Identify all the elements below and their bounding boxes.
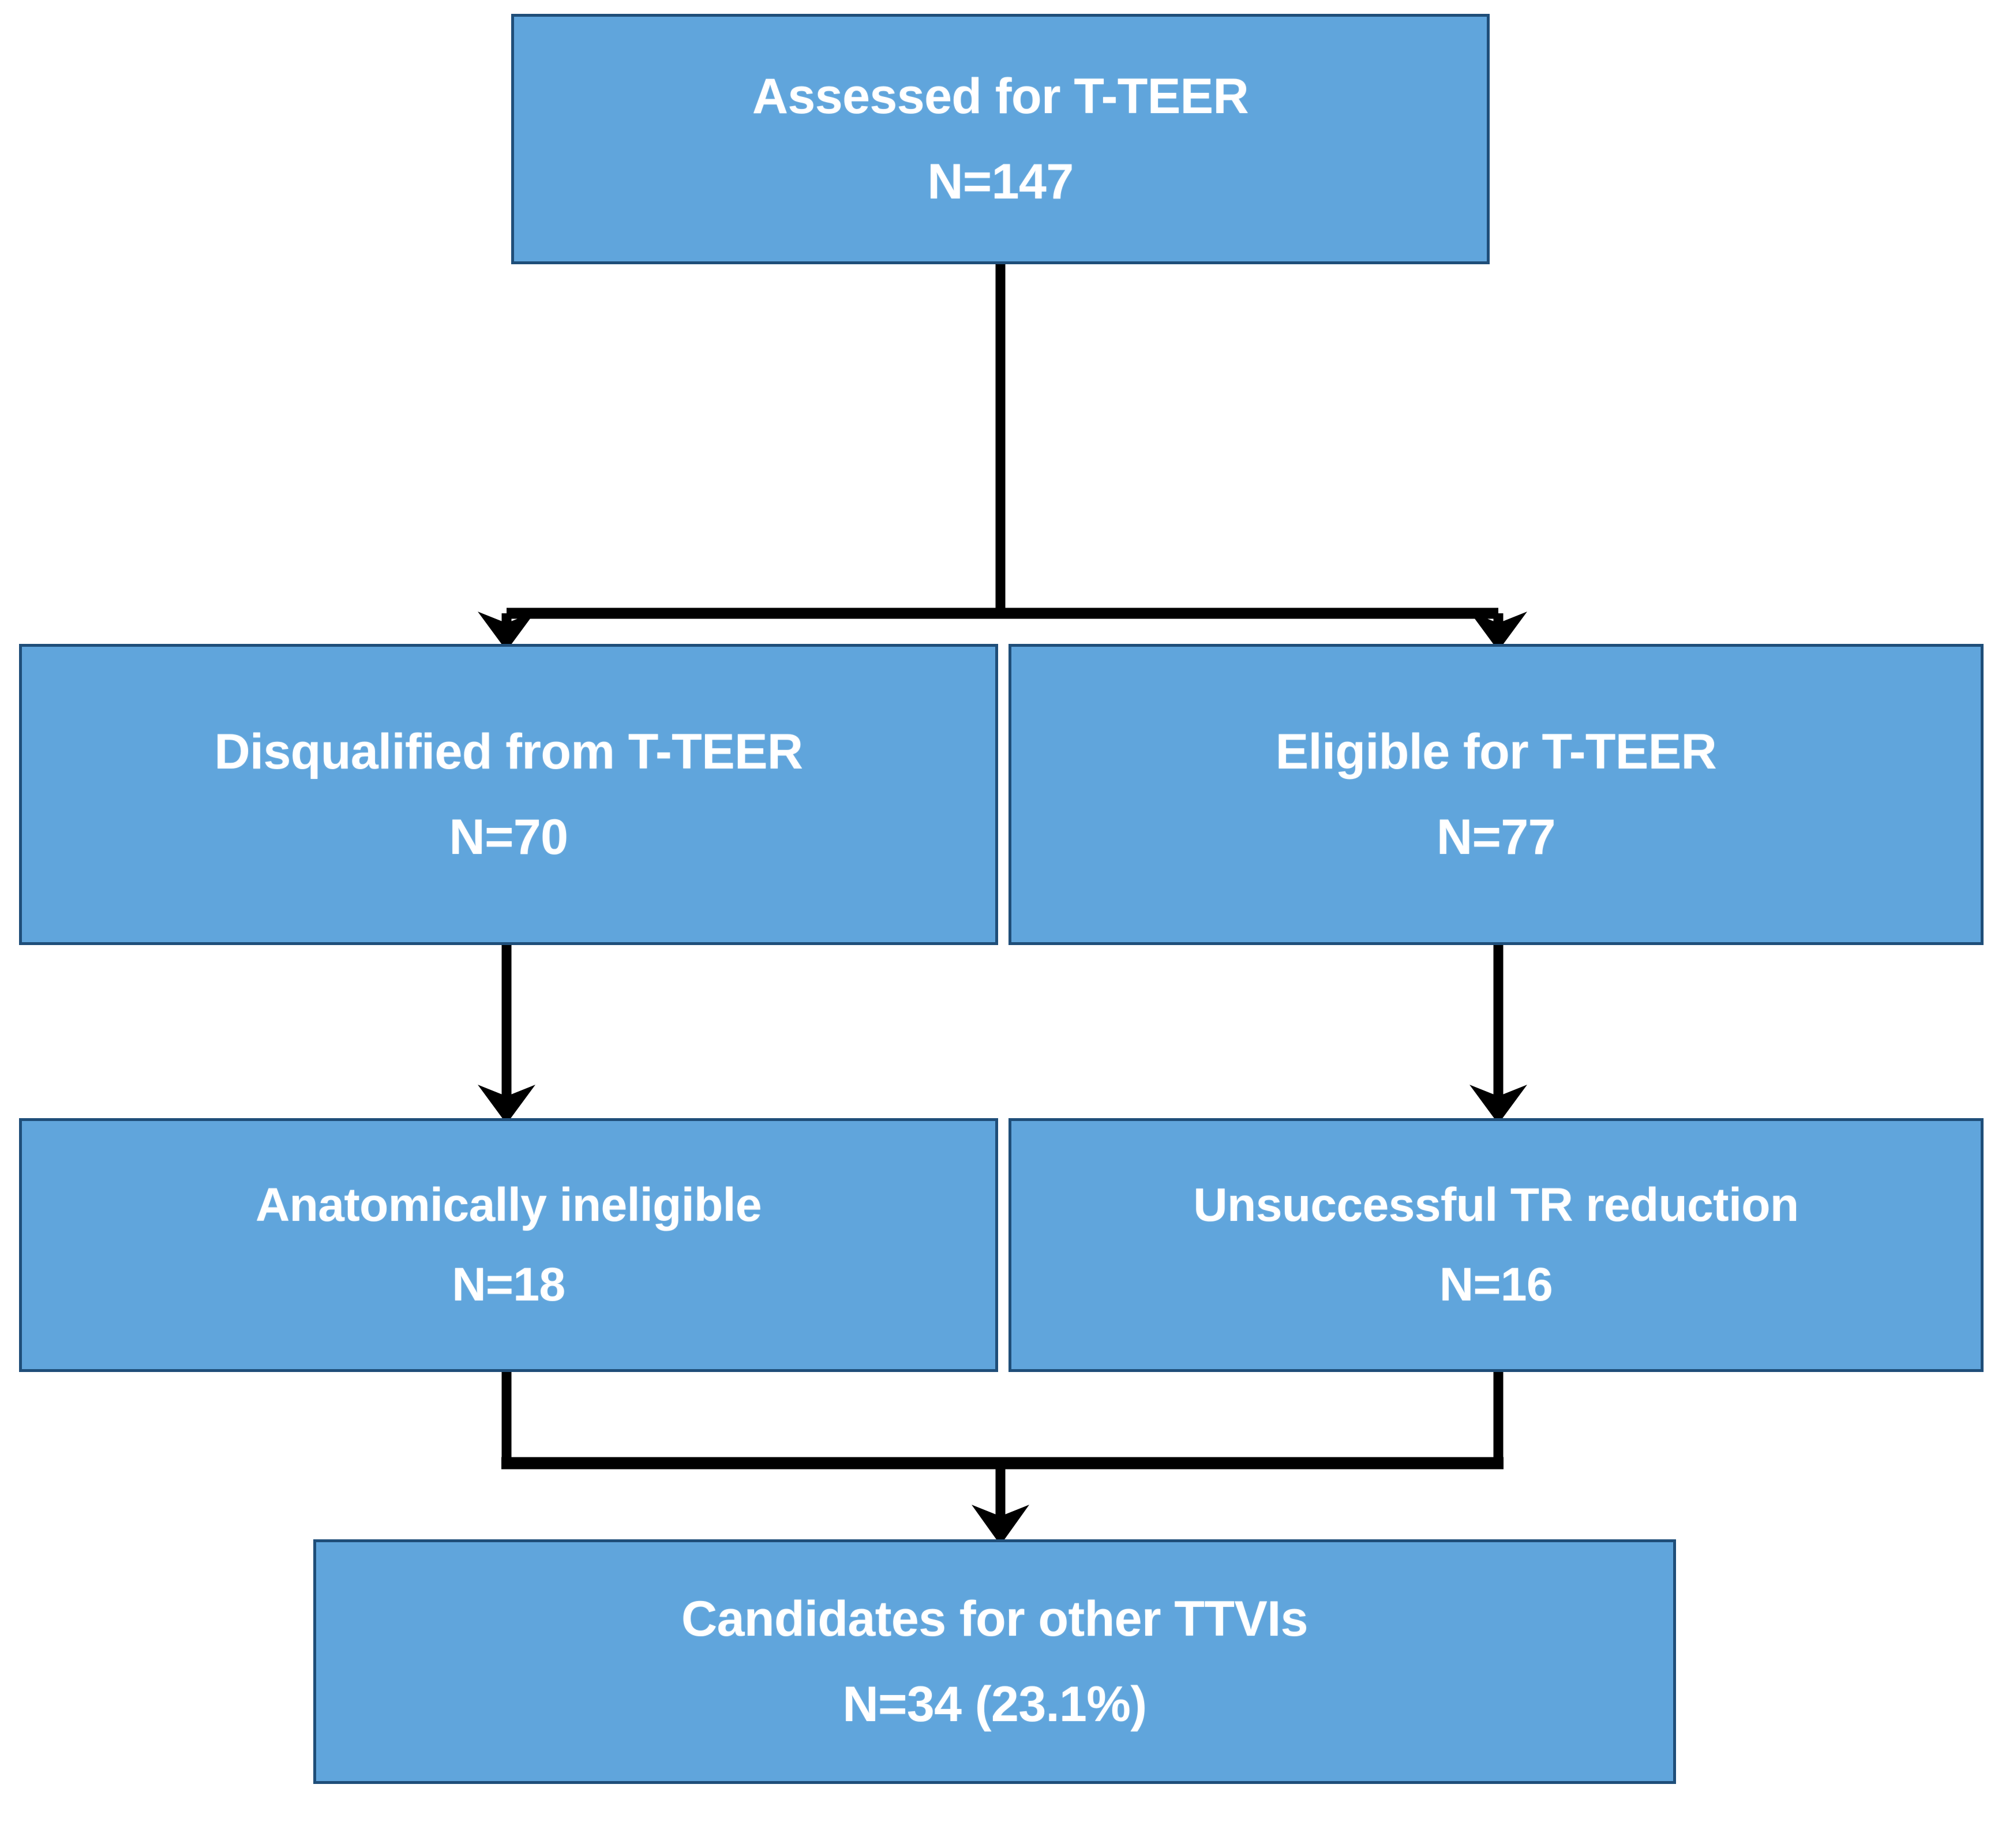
node-title: Anatomically ineligible	[255, 1178, 762, 1231]
flow-node-candidates-for-other-ttvis[interactable]: Candidates for other TTVIs N=34 (23.1%)	[313, 1539, 1676, 1784]
edge-disqualified-anatomically	[478, 945, 535, 1124]
node-count: N=147	[927, 154, 1074, 209]
node-count: N=18	[452, 1258, 565, 1311]
flow-node-anatomically-ineligible[interactable]: Anatomically ineligible N=18	[19, 1118, 998, 1372]
node-title: Assessed for T-TEER	[752, 68, 1249, 124]
node-count: N=16	[1439, 1258, 1553, 1311]
node-count: N=77	[1437, 809, 1556, 865]
edge-merge-candidates	[501, 1372, 1504, 1545]
edge-eligible-unsuccessful	[1469, 945, 1527, 1124]
flow-node-eligible-for-t-teer[interactable]: Eligible for T-TEER N=77	[1009, 644, 1984, 945]
flow-node-unsuccessful-tr-reduction[interactable]: Unsuccessful TR reduction N=16	[1009, 1118, 1984, 1372]
node-title: Unsuccessful TR reduction	[1193, 1178, 1799, 1231]
node-title: Eligible for T-TEER	[1275, 724, 1717, 779]
node-count: N=70	[449, 809, 569, 865]
node-title: Disqualified from T-TEER	[214, 724, 803, 779]
flow-node-disqualified-from-t-teer[interactable]: Disqualified from T-TEER N=70	[19, 644, 998, 945]
edge-assessed-split	[478, 264, 1527, 651]
node-title: Candidates for other TTVIs	[681, 1591, 1309, 1647]
node-count: N=34 (23.1%)	[842, 1677, 1147, 1732]
flow-node-assessed-for-t-teer[interactable]: Assessed for T-TEER N=147	[511, 14, 1490, 264]
